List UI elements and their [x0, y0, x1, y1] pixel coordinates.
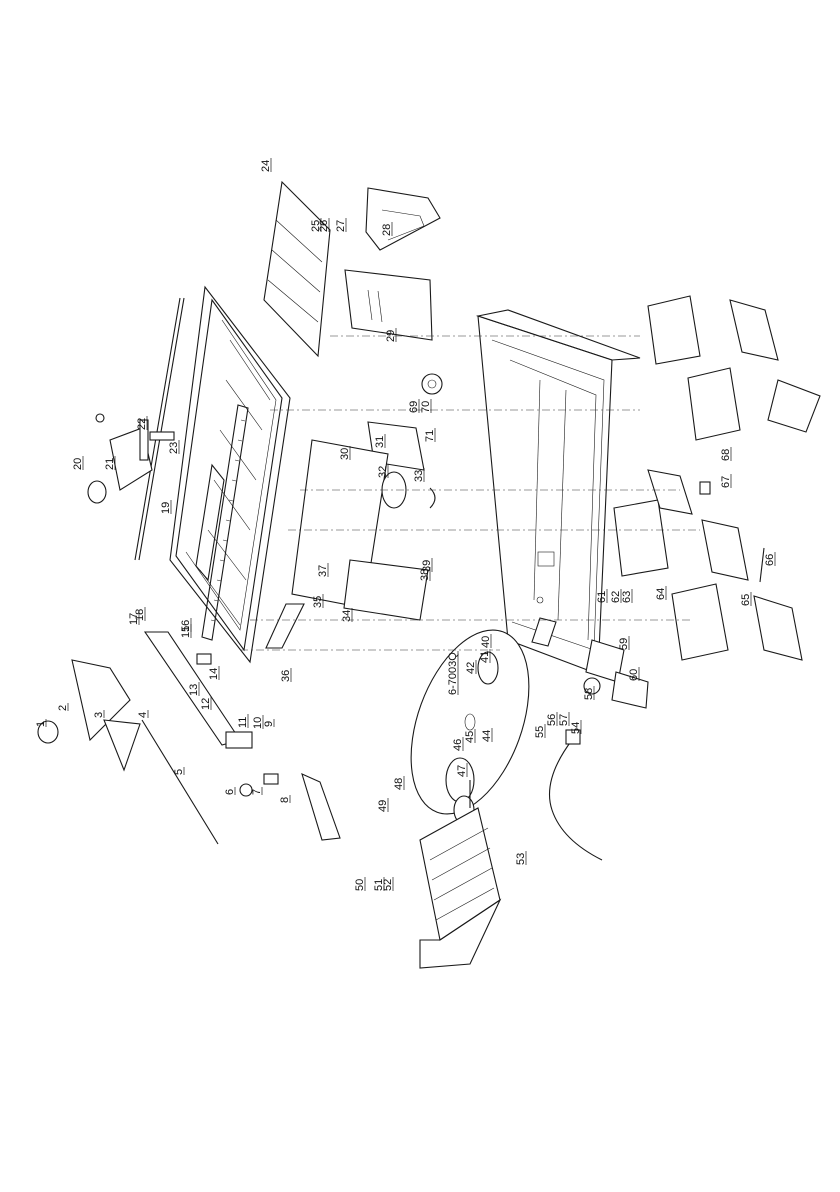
part-label-48: 48 [393, 778, 405, 790]
part-label-27: 27 [335, 220, 347, 232]
part-label-4: 4 [137, 712, 149, 718]
table-top [170, 287, 290, 662]
riving-knife-group [88, 414, 174, 503]
part-label-16: 16 [180, 620, 192, 632]
feet [614, 296, 820, 660]
part-label-63: 63 [621, 591, 633, 603]
part-label-8: 8 [279, 797, 291, 803]
part-label-65: 65 [740, 594, 752, 606]
table-extension [264, 182, 330, 356]
part-label-46: 46 [452, 739, 464, 751]
part-label-6-7003Q: 6-7003Q [447, 652, 459, 695]
part-label-7: 7 [251, 789, 263, 795]
part-label-22: 22 [136, 418, 148, 430]
rip-fence [38, 632, 340, 844]
part-label-55: 55 [534, 726, 546, 738]
part-label-32: 32 [377, 466, 389, 478]
part-label-30: 30 [339, 448, 351, 460]
part-label-12: 12 [200, 698, 212, 710]
part-label-19: 19 [160, 502, 172, 514]
part-label-66: 66 [764, 554, 776, 566]
part-label-10: 10 [252, 717, 264, 729]
part-label-64: 64 [655, 588, 667, 600]
part-label-39: 39 [421, 560, 433, 572]
part-label-68: 68 [720, 449, 732, 461]
part-label-36: 36 [280, 670, 292, 682]
part-label-57: 57 [558, 714, 570, 726]
part-label-45: 45 [464, 731, 476, 743]
part-label-1: 1 [35, 721, 47, 727]
part-label-69: 69 [408, 401, 420, 413]
part-label-40: 40 [480, 636, 492, 648]
part-label-49: 49 [377, 800, 389, 812]
part-label-20: 20 [72, 458, 84, 470]
part-label-33: 33 [413, 470, 425, 482]
part-label-21: 21 [104, 458, 116, 470]
part-label-23: 23 [168, 442, 180, 454]
part-label-50: 50 [354, 879, 366, 891]
part-label-26: 26 [318, 220, 330, 232]
part-label-13: 13 [188, 684, 200, 696]
part-label-47: 47 [456, 765, 468, 777]
part-label-60: 60 [628, 669, 640, 681]
part-label-52: 52 [382, 879, 394, 891]
part-label-14: 14 [208, 668, 220, 680]
part-label-53: 53 [515, 853, 527, 865]
part-label-2: 2 [57, 705, 69, 711]
part-label-44: 44 [481, 730, 493, 742]
part-label-18: 18 [134, 609, 146, 621]
part-label-67: 67 [720, 476, 732, 488]
part-label-31: 31 [374, 436, 386, 448]
part-label-3: 3 [93, 712, 105, 718]
part-label-35: 35 [312, 596, 324, 608]
part-label-28: 28 [381, 224, 393, 236]
guard-plate [345, 270, 432, 340]
part-label-34: 34 [341, 610, 353, 622]
part-label-24: 24 [260, 160, 272, 172]
part-label-29: 29 [385, 330, 397, 342]
part-label-5: 5 [173, 769, 185, 775]
part-label-58: 58 [583, 688, 595, 700]
part-label-37: 37 [317, 565, 329, 577]
part-label-6: 6 [224, 789, 236, 795]
part-label-71: 71 [424, 430, 436, 442]
side-bracket [366, 188, 440, 250]
part-label-54: 54 [570, 722, 582, 734]
base-housing [478, 310, 640, 674]
part-label-70: 70 [420, 401, 432, 413]
part-label-61: 61 [596, 591, 608, 603]
part-label-56: 56 [546, 714, 558, 726]
part-label-41: 41 [479, 651, 491, 663]
part-label-9: 9 [263, 721, 275, 727]
part-label-59: 59 [618, 638, 630, 650]
part-label-11: 11 [237, 717, 249, 728]
part-label-42: 42 [465, 662, 477, 674]
